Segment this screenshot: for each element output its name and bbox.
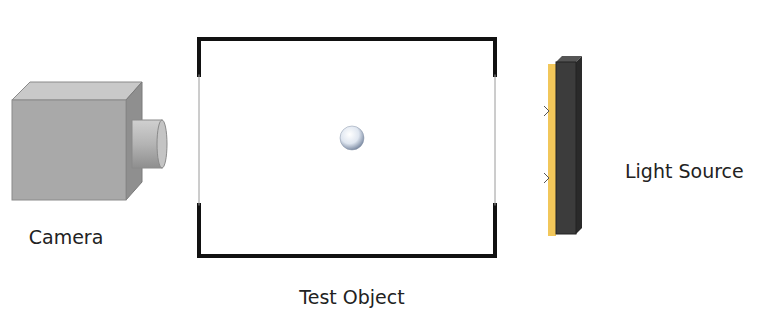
- label-holder: Test Object: [299, 286, 404, 309]
- test-object-label: Test Object: [299, 286, 404, 309]
- test-sphere: [340, 126, 364, 150]
- light-source-figure: [544, 56, 582, 236]
- light-source-label: Light Source: [625, 160, 744, 183]
- camera-label: Camera: [29, 226, 104, 249]
- label-holder: Light Source: [625, 160, 744, 183]
- camera-figure: [12, 82, 167, 200]
- test-object-frame: [199, 39, 495, 256]
- label-holder: Camera: [29, 226, 104, 249]
